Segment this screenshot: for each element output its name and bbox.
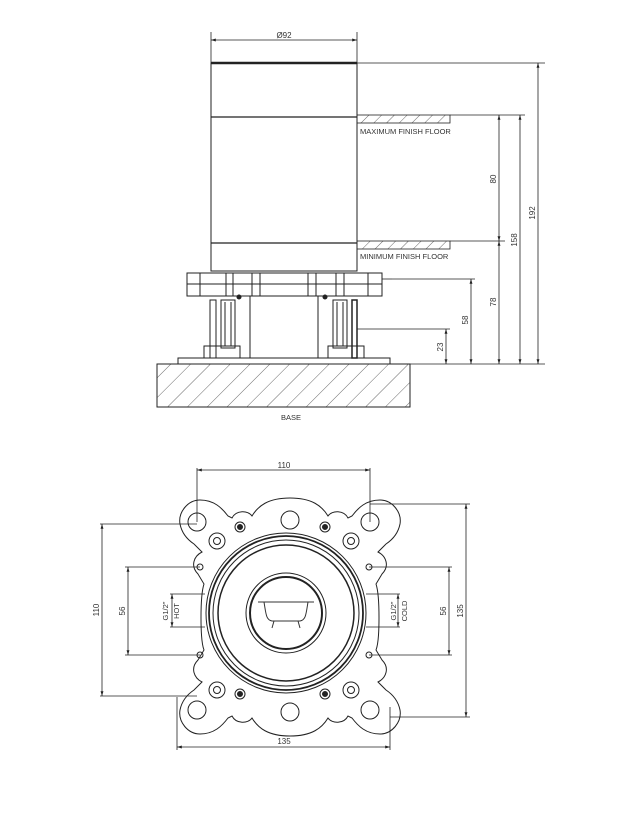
hot-thread-label: G1/2" bbox=[161, 601, 170, 620]
support-legs bbox=[177, 294, 450, 365]
diameter-label: Ø92 bbox=[276, 31, 292, 40]
hot-label: HOT bbox=[172, 603, 181, 619]
hot-inlet-bracket bbox=[170, 593, 205, 628]
dim-top-width bbox=[196, 468, 371, 522]
dim-left-height bbox=[100, 523, 197, 697]
dim-bottom-width bbox=[176, 697, 391, 750]
dim-56-left: 56 bbox=[118, 606, 127, 615]
cold-thread-label: G1/2" bbox=[389, 601, 398, 620]
min-finish-floor bbox=[356, 240, 505, 250]
side-view: Ø92 MAXIMUM FINISH FLOOR MINIMUM FINISH … bbox=[156, 31, 545, 422]
bathtub-icon bbox=[258, 601, 314, 629]
dim-80: 80 bbox=[489, 174, 498, 183]
min-floor-label: MINIMUM FINISH FLOOR bbox=[360, 252, 449, 261]
dim-58: 58 bbox=[461, 315, 470, 324]
dim-110-top: 110 bbox=[278, 461, 291, 470]
dim-56-right: 56 bbox=[439, 606, 448, 615]
plan-view: 110 110 56 G1/2" HOT G1/2" C bbox=[92, 461, 470, 750]
dim-135-bottom: 135 bbox=[277, 737, 291, 746]
vertical-dimensions bbox=[444, 63, 540, 364]
dim-right-height bbox=[370, 503, 470, 718]
diameter-dimension bbox=[210, 32, 358, 65]
dim-192: 192 bbox=[528, 206, 537, 220]
base-block bbox=[156, 363, 545, 408]
max-floor-label: MAXIMUM FINISH FLOOR bbox=[360, 127, 451, 136]
cylinder-body bbox=[210, 61, 545, 272]
base-label: BASE bbox=[281, 413, 301, 422]
cold-inlet-bracket bbox=[366, 593, 400, 628]
dim-right-inner bbox=[369, 566, 452, 656]
dim-left-inner bbox=[125, 566, 200, 656]
mounting-holes bbox=[187, 510, 380, 722]
dim-110-left: 110 bbox=[92, 603, 101, 616]
dim-158: 158 bbox=[510, 233, 519, 247]
valve-body-rings bbox=[205, 532, 367, 694]
flange-outline bbox=[179, 497, 401, 737]
dim-23: 23 bbox=[436, 342, 445, 351]
dim-135-right: 135 bbox=[456, 604, 465, 618]
max-finish-floor bbox=[356, 114, 525, 124]
dim-78: 78 bbox=[489, 297, 498, 306]
screw-icons bbox=[234, 521, 331, 700]
mounting-plate bbox=[186, 272, 475, 297]
cold-label: COLD bbox=[400, 600, 409, 621]
